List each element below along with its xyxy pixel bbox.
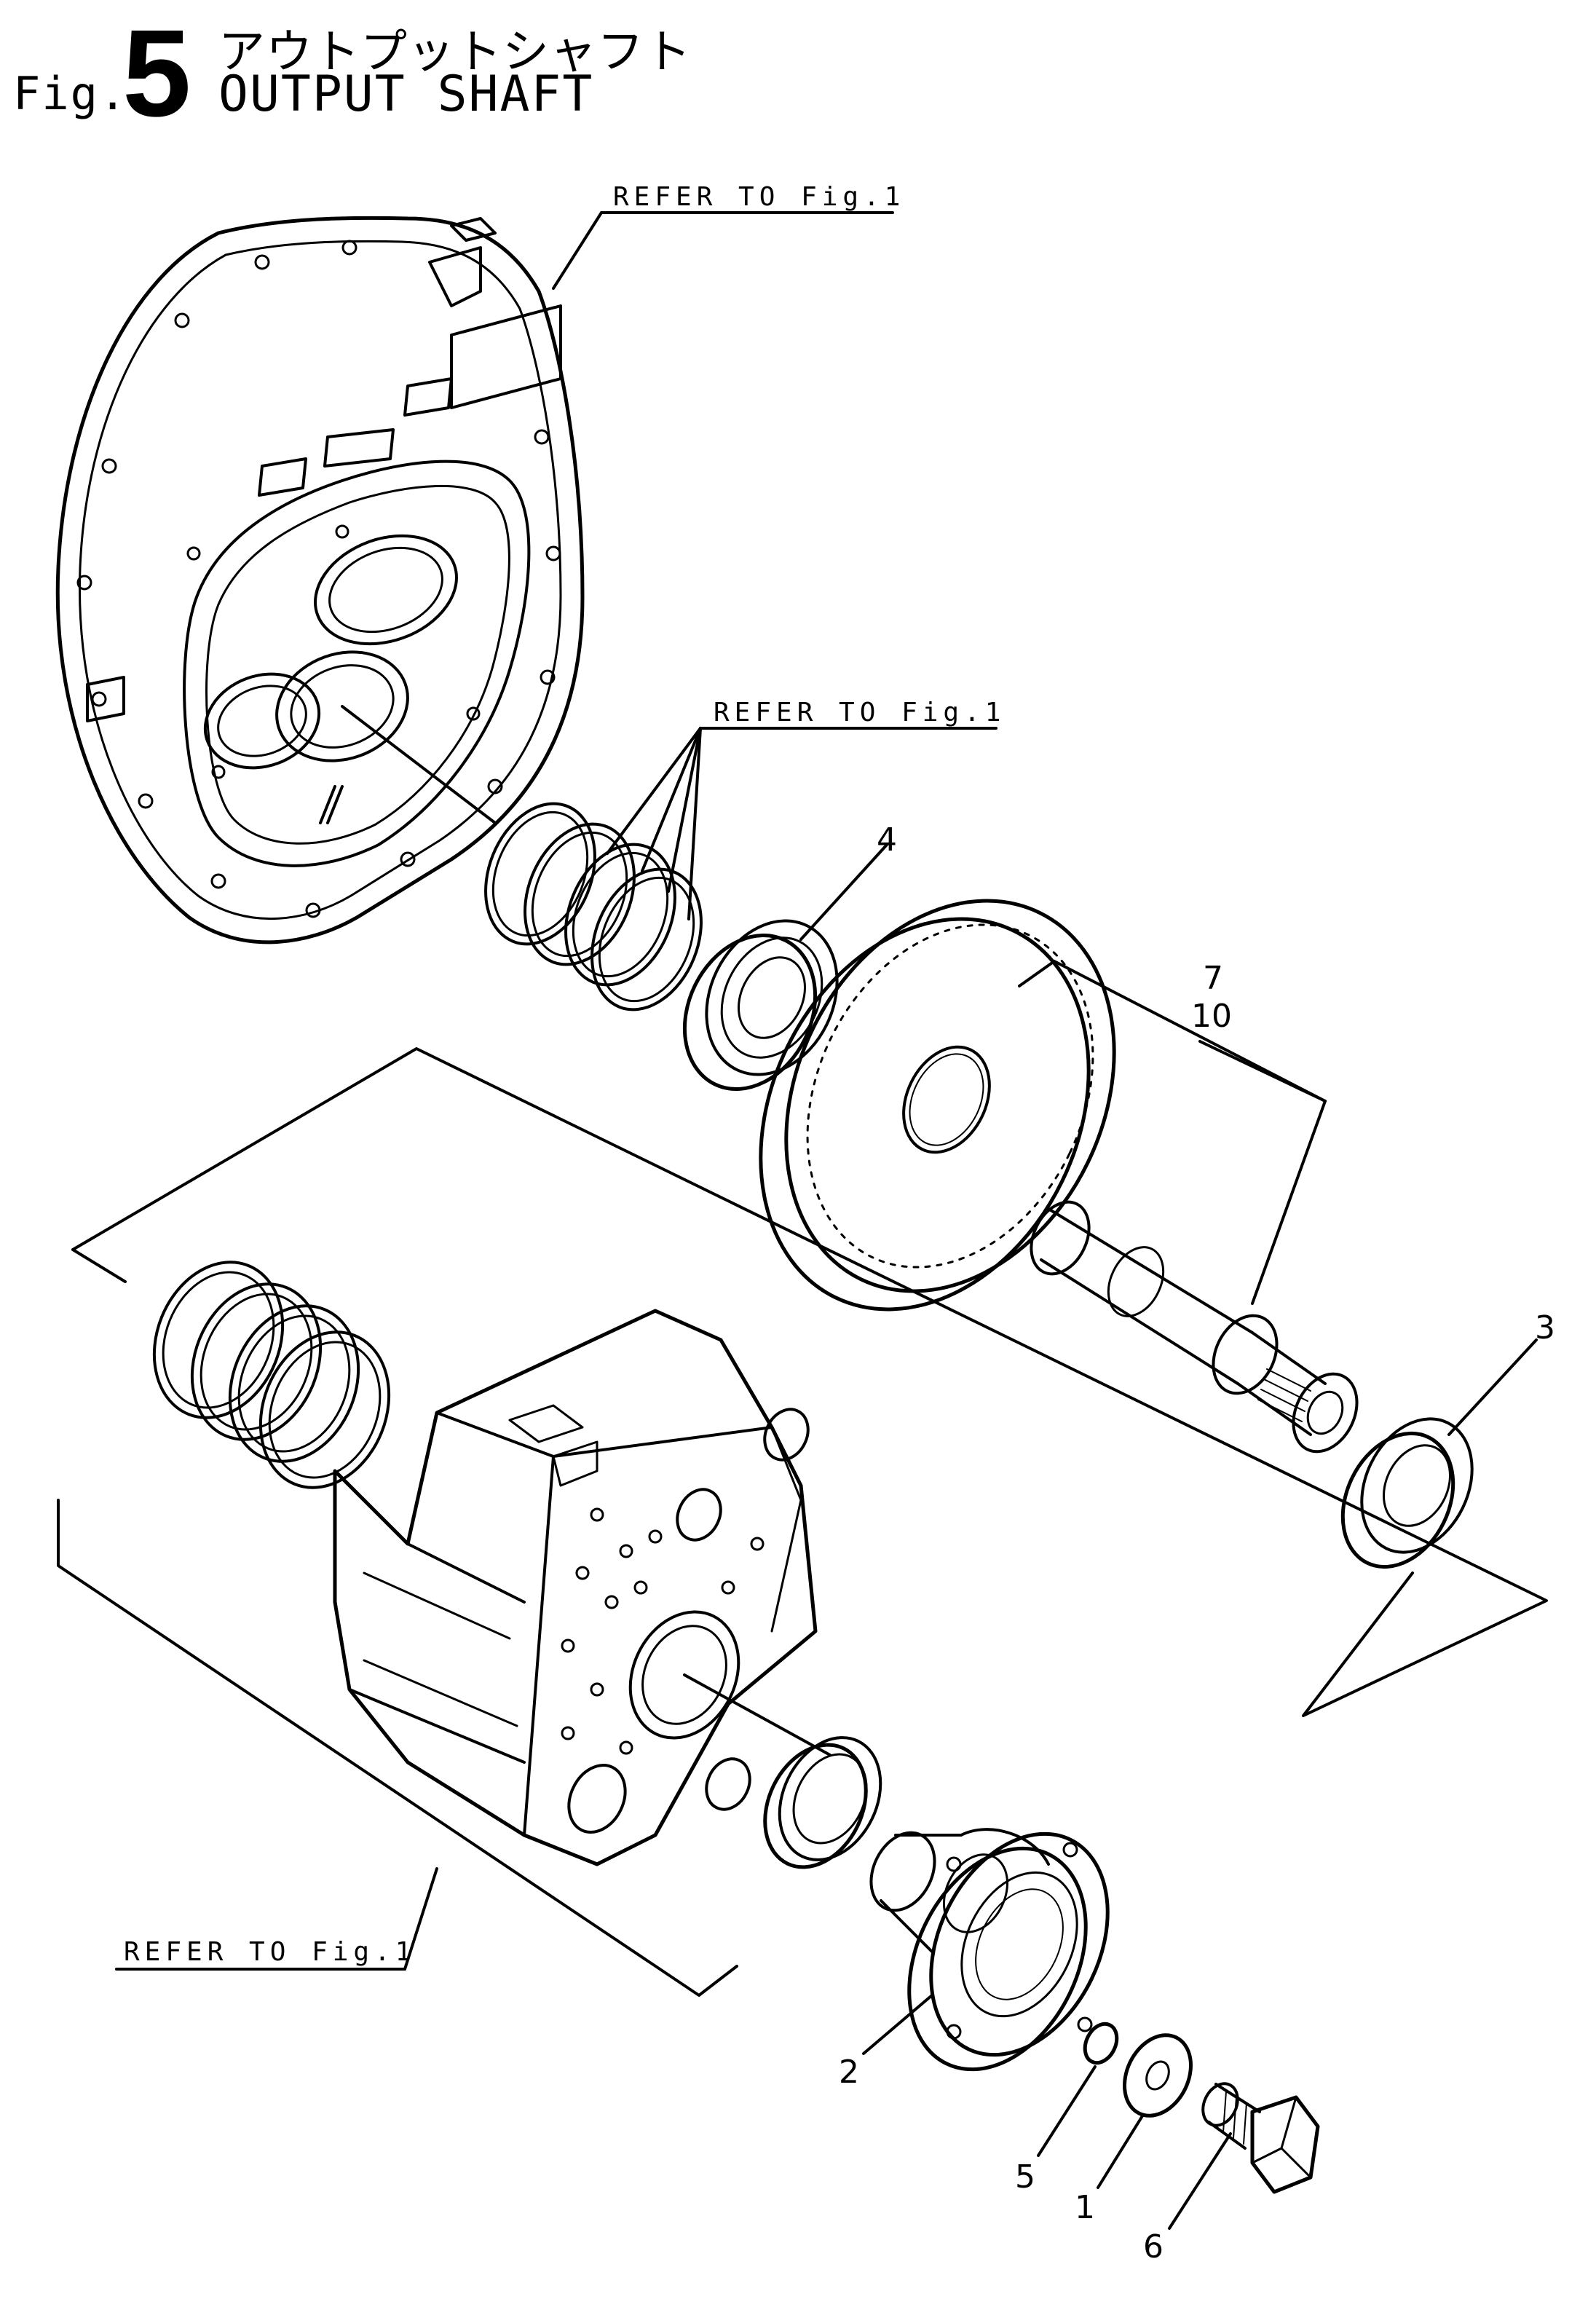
reference-label-housing: REFER TO Fig.1 [613, 182, 906, 212]
figure-prefix: Fig. [13, 67, 128, 120]
figure-title-english: OUTPUT SHAFT [218, 66, 594, 123]
seal-rings-upper [484, 802, 703, 1011]
oil-seal [763, 1736, 882, 1869]
assembly-bracket [71, 960, 1548, 1717]
callout-6: 6 [1143, 2228, 1164, 2265]
output-flange [862, 1828, 1110, 2072]
o-ring-5 [1037, 2022, 1119, 2157]
reference-label-gear-case: REFER TO Fig.1 [124, 1937, 416, 1967]
bearing-3 [1340, 1338, 1538, 1569]
seal-rings-lower [152, 1261, 391, 1489]
callout-3: 3 [1535, 1309, 1555, 1346]
callout-1: 1 [1075, 2189, 1095, 2226]
bearing-4 [682, 843, 888, 1092]
figure-title-japanese: アウトプットシャフト [218, 25, 692, 79]
gear-case-bracket [57, 1499, 738, 1997]
callout-10: 10 [1191, 998, 1232, 1035]
reference-label-seal-rings: REFER TO Fig.1 [714, 698, 1006, 727]
bolt-6 [1168, 2082, 1320, 2230]
callout-7: 7 [1203, 960, 1223, 997]
output-gear [759, 899, 1116, 1312]
washer-1 [1097, 2033, 1193, 2189]
callout-2: 2 [839, 2054, 859, 2091]
reference-leaders [115, 211, 998, 1971]
gear-case [333, 1309, 831, 1866]
clutch-housing [55, 216, 585, 945]
figure-number: 5 [122, 4, 191, 143]
output-shaft [1030, 1200, 1359, 1454]
callout-5: 5 [1015, 2158, 1035, 2196]
